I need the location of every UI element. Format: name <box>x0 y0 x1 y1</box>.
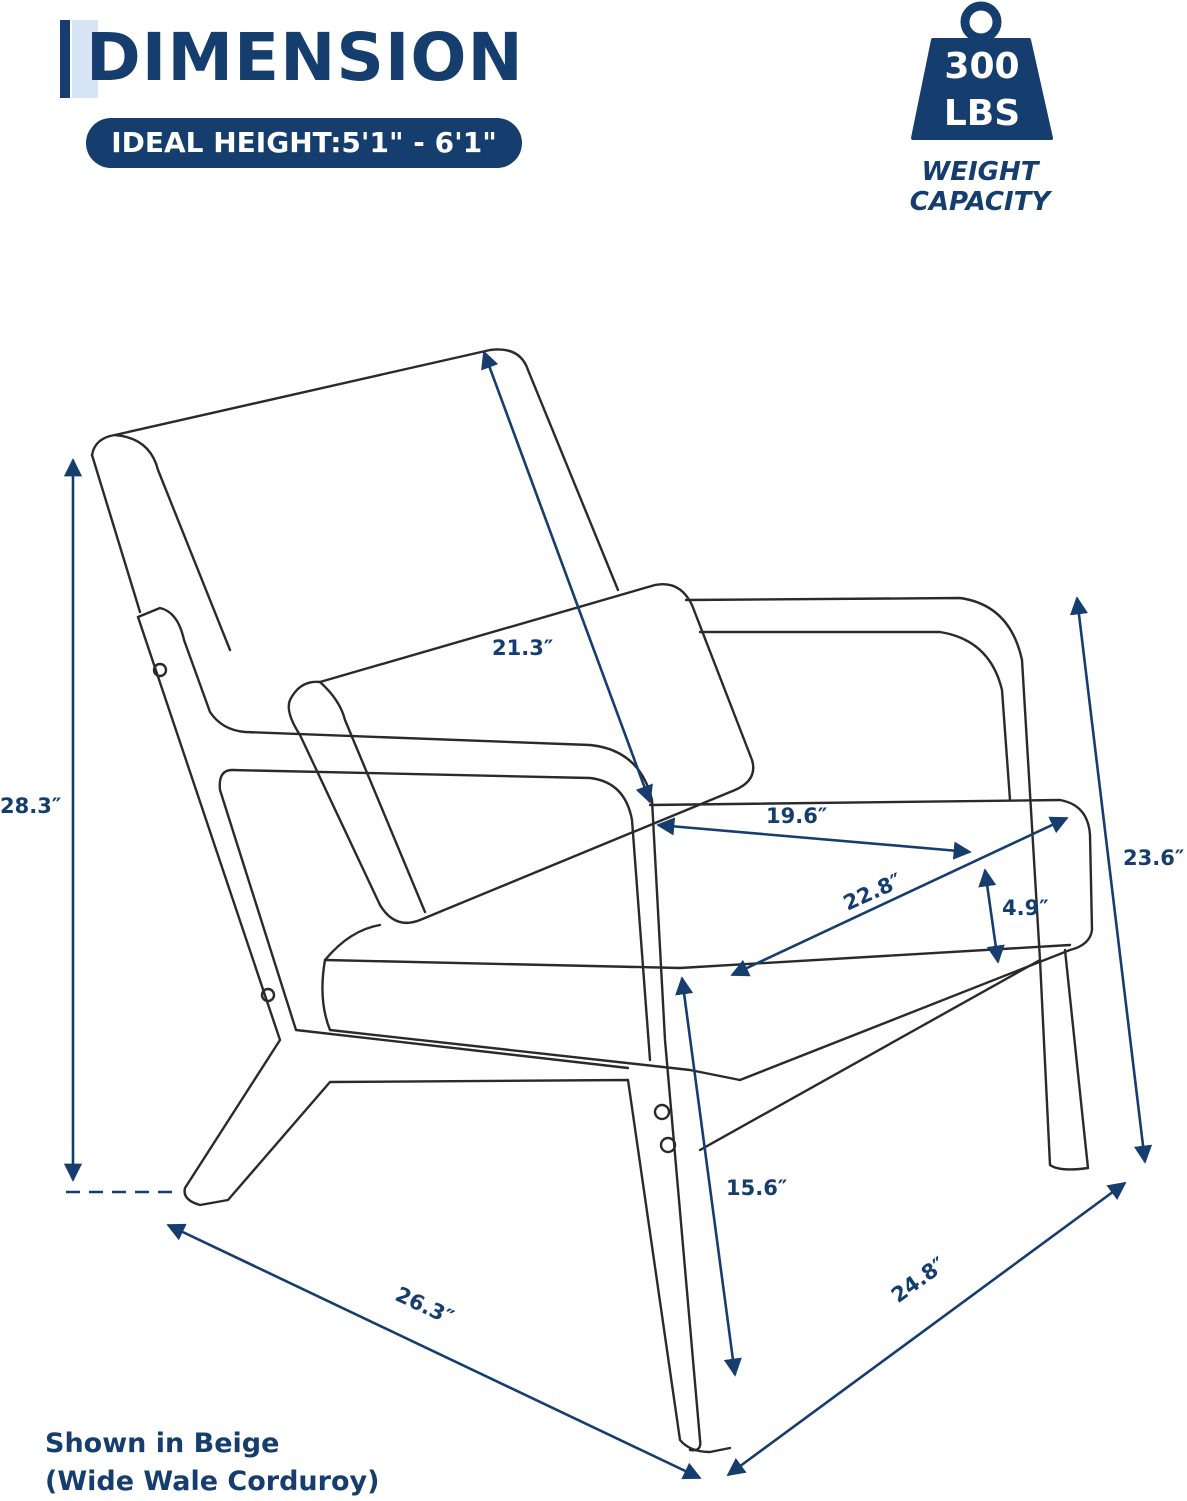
color-note-line1: Shown in Beige <box>45 1428 280 1459</box>
ideal-height-badge: IDEAL HEIGHT:5'1" - 6'1" <box>86 118 522 168</box>
title-accent-bar <box>60 20 70 98</box>
chair-outline <box>90 348 1094 1454</box>
dim-total-height: 28.3″ <box>0 794 62 818</box>
page-title: DIMENSION <box>86 19 524 96</box>
dim-arm-height: 23.6″ <box>1123 846 1185 870</box>
dim-back-height: 21.3″ <box>492 636 554 660</box>
weight-capacity-unit: LBS <box>943 93 1021 134</box>
dim-line-seat-width <box>656 817 972 860</box>
dim-line-seat-height <box>675 976 742 1377</box>
dim-line-cushion <box>978 868 1005 964</box>
dim-seat-width: 19.6″ <box>766 804 828 828</box>
title-accent-shade <box>72 20 98 98</box>
dim-seat-height: 15.6″ <box>726 1176 788 1200</box>
color-note-line2: (Wide Wale Corduroy) <box>45 1466 380 1497</box>
dim-line-seat-depth <box>730 816 1069 977</box>
weight-capacity-value: 300 <box>944 46 1020 87</box>
weight-icon <box>911 1 1053 140</box>
dim-line-back-height <box>481 350 653 804</box>
dim-line-depth <box>726 1181 1127 1477</box>
color-note: Shown in Beige (Wide Wale Corduroy) <box>45 1425 379 1501</box>
weight-capacity-label: WEIGHT CAPACITY <box>909 157 1051 217</box>
dim-cushion-thickness: 4.9″ <box>1002 896 1049 920</box>
dimension-lines <box>63 350 1153 1480</box>
dim-line-arm-height <box>1069 596 1153 1164</box>
dim-line-width <box>166 1223 702 1480</box>
